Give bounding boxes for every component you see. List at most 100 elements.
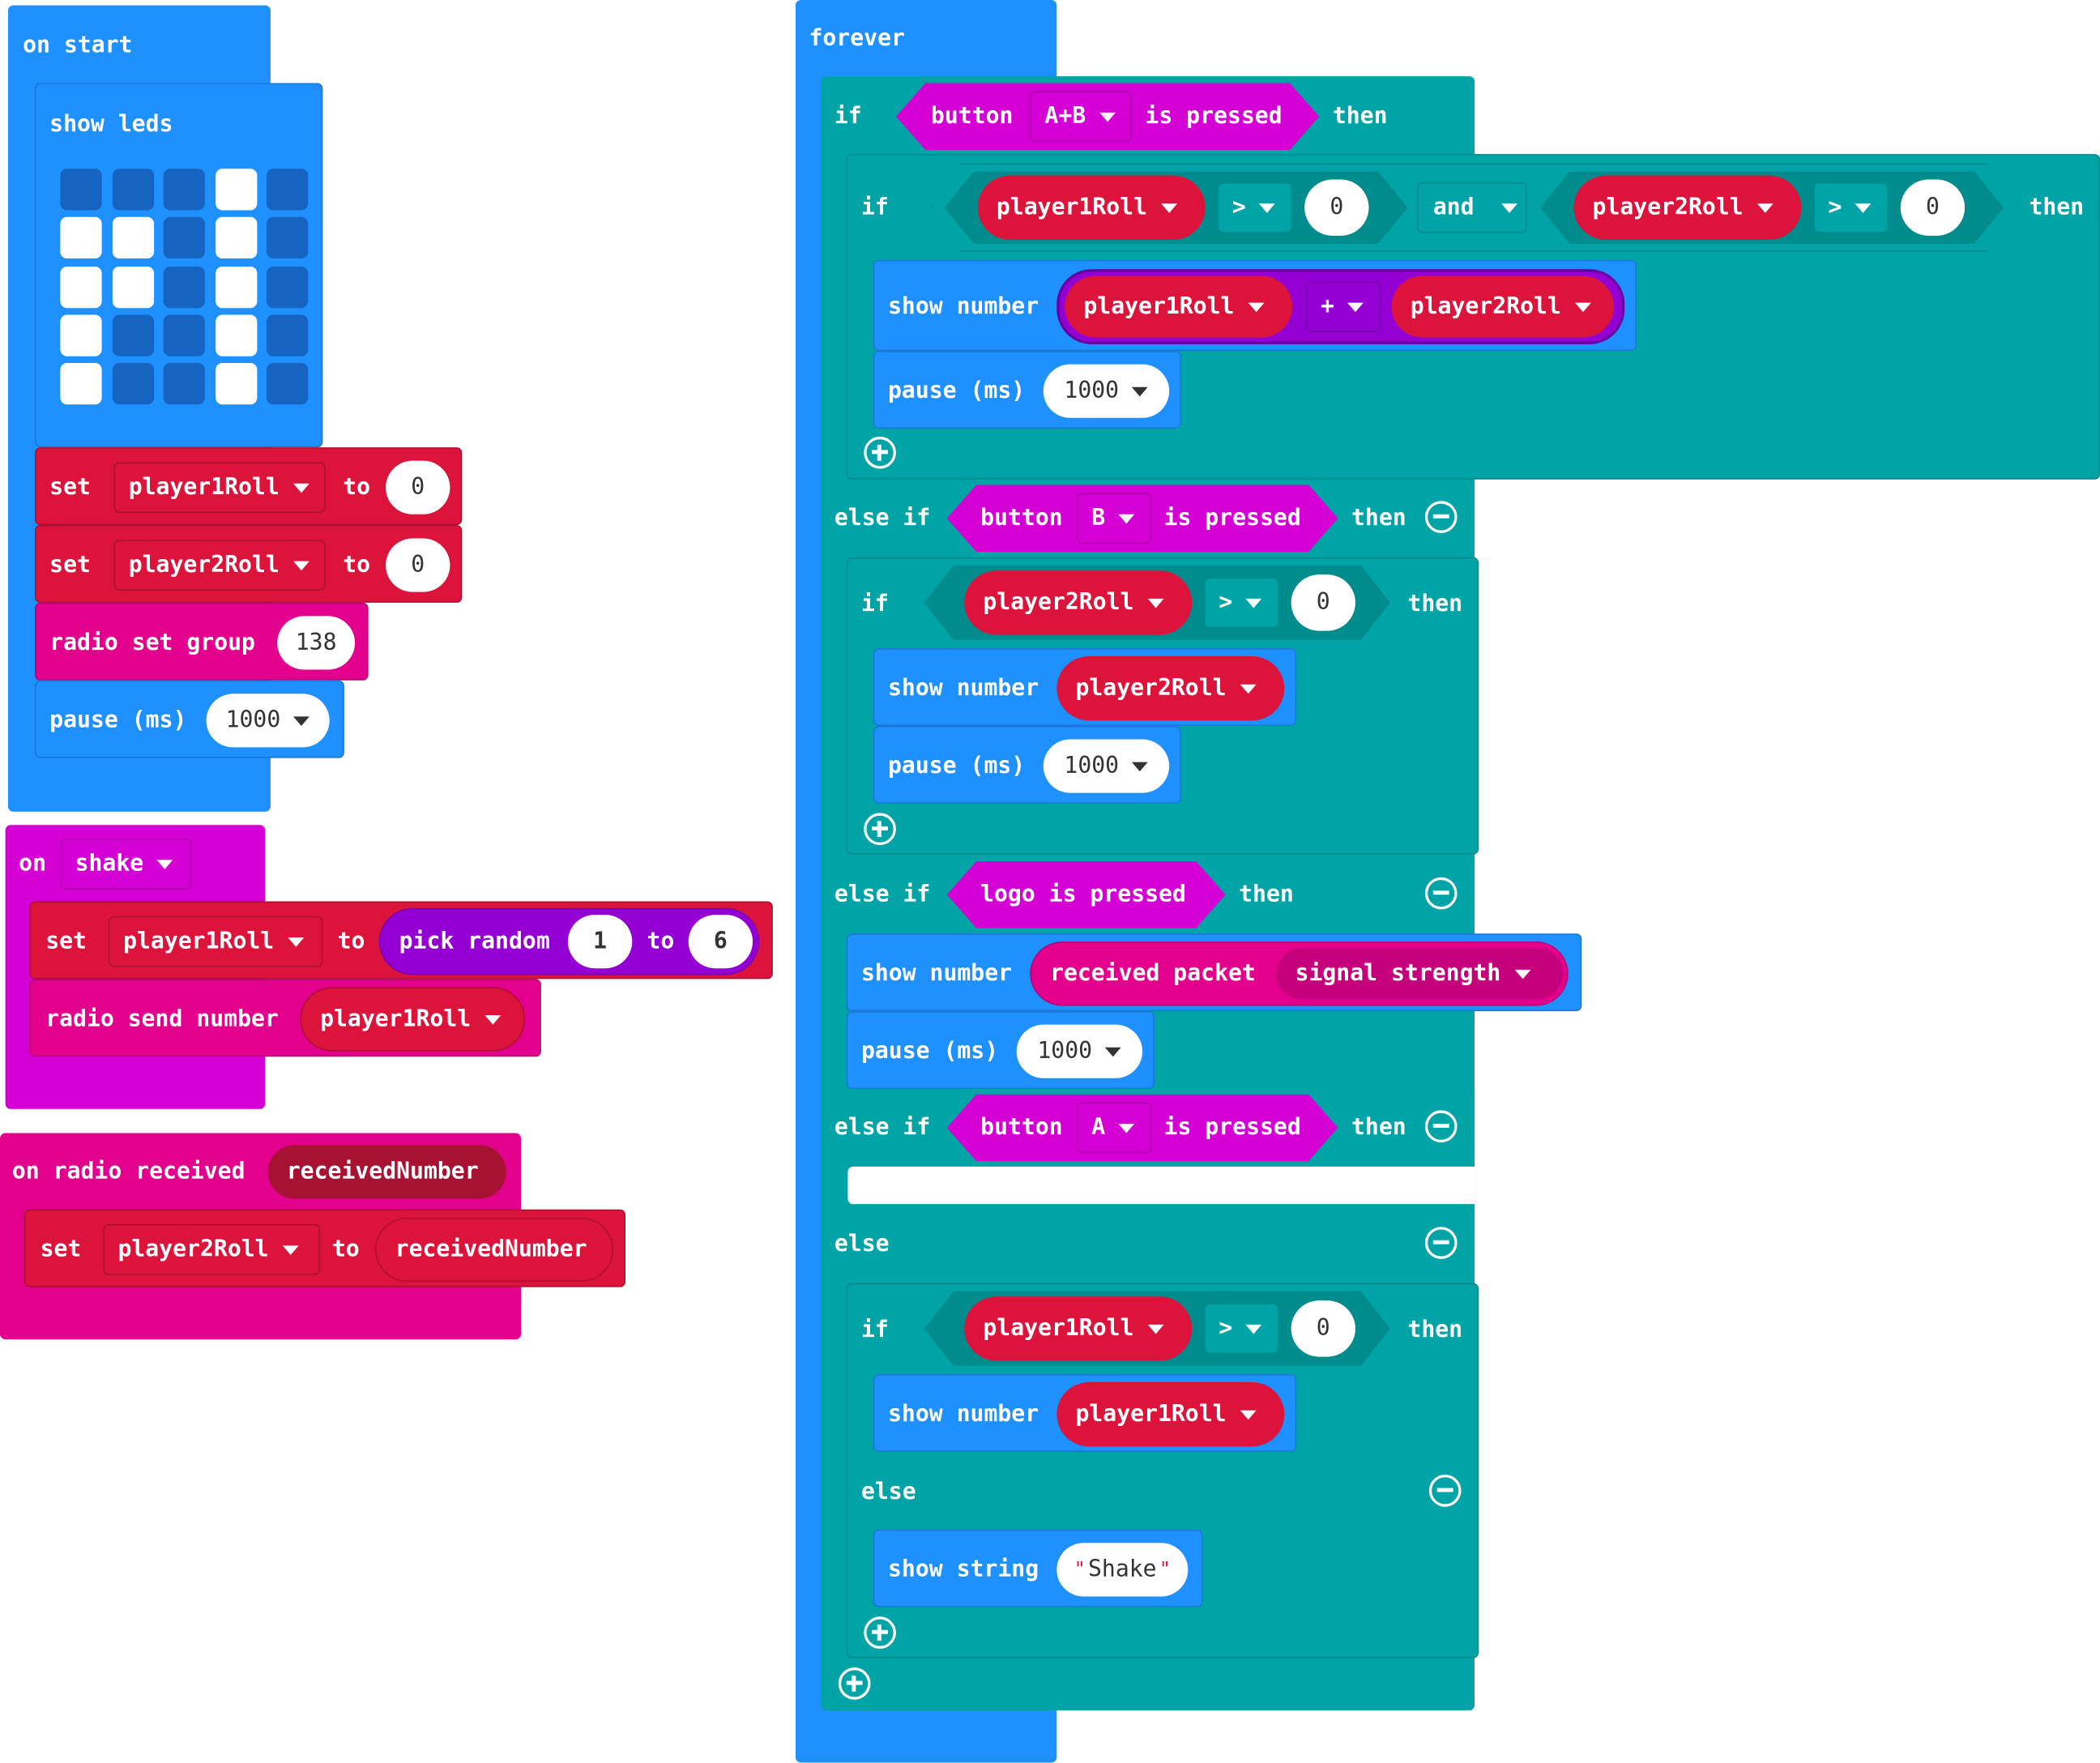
radio-send-number-block[interactable]: radio send number player1Roll [29,979,541,1057]
then-keyword: then [1239,881,1294,908]
button-a-pressed-condition[interactable]: button A is pressed [947,1095,1338,1162]
player2roll-reporter[interactable]: player2Roll [1573,175,1802,240]
led-cell[interactable] [215,314,257,356]
led-cell[interactable] [215,363,257,405]
add-branch-plus-icon[interactable] [864,1616,896,1649]
led-cell[interactable] [163,217,205,259]
led-cell[interactable] [266,266,309,308]
led-cell[interactable] [60,266,102,308]
remove-branch-minus-icon[interactable] [1424,877,1458,910]
compare-value-input[interactable]: 0 [1900,179,1966,236]
random-max-input[interactable]: 6 [688,915,753,969]
received-number-parameter[interactable]: receivedNumber [267,1145,506,1199]
remove-branch-minus-icon[interactable] [1424,1227,1458,1259]
pause-block[interactable]: pause (ms) 1000 [873,725,1182,804]
show-leds-block[interactable]: show leds [34,83,323,448]
led-cell[interactable] [163,314,205,356]
packet-property-dropdown[interactable]: signal strength [1276,948,1564,1000]
led-cell[interactable] [60,314,102,356]
pause-block[interactable]: pause (ms) 1000 [846,1011,1155,1089]
remove-branch-minus-icon[interactable] [1428,1475,1462,1507]
variable-dropdown[interactable]: player1Roll [113,462,326,514]
led-cell[interactable] [60,363,102,405]
led-cell[interactable] [112,217,154,259]
random-min-input[interactable]: 1 [567,915,633,969]
operator-dropdown[interactable]: > [1217,181,1293,233]
pause-block[interactable]: pause (ms) 1000 [34,680,344,758]
led-cell[interactable] [60,169,102,211]
compare-value-input[interactable]: 0 [1291,574,1355,631]
player2roll-reporter[interactable]: player2Roll [1056,656,1285,721]
value-input[interactable]: 0 [386,460,450,514]
show-string-block[interactable]: show string "Shake" [873,1529,1203,1607]
string-input[interactable]: "Shake" [1056,1543,1189,1597]
show-number-sum-block[interactable]: show number player1Roll + player2Roll [873,259,1637,352]
led-cell[interactable] [112,169,154,211]
led-cell[interactable] [266,363,309,405]
received-number-reporter[interactable]: receivedNumber [374,1217,614,1283]
operator-dropdown[interactable]: > [1204,577,1279,629]
show-number-signal-block[interactable]: show number received packet signal stren… [846,933,1582,1012]
add-branch-plus-icon[interactable] [864,813,896,846]
pause-duration-dropdown[interactable]: 1000 [206,694,330,748]
led-cell[interactable] [266,314,309,356]
set-player1roll-random-block[interactable]: set player1Roll to pick random 1 to 6 [29,901,773,980]
is-pressed-label: is pressed [1163,505,1301,532]
math-operator-dropdown[interactable]: + [1305,281,1381,332]
led-cell[interactable] [163,266,205,308]
add-branch-plus-icon[interactable] [864,436,896,469]
compare-value-input[interactable]: 0 [1304,179,1369,236]
remove-branch-minus-icon[interactable] [1424,501,1458,533]
player1roll-reporter[interactable]: player1Roll [977,175,1206,240]
led-cell[interactable] [215,266,257,308]
led-cell[interactable] [163,169,205,211]
led-cell[interactable] [215,217,257,259]
show-number-block[interactable]: show number player1Roll [873,1374,1297,1452]
received-packet-block[interactable]: received packet signal strength [1030,941,1569,1006]
button-ab-pressed-condition[interactable]: button A+B is pressed [896,83,1319,150]
variable-dropdown[interactable]: player1Roll [108,916,323,967]
value-input[interactable]: 0 [386,538,450,592]
operator-dropdown[interactable]: > [1204,1303,1279,1355]
led-cell[interactable] [266,217,309,259]
led-cell[interactable] [266,169,309,211]
variable-dropdown[interactable]: player2Roll [113,540,326,591]
remove-branch-minus-icon[interactable] [1424,1110,1458,1143]
led-cell[interactable] [60,217,102,259]
pause-block[interactable]: pause (ms) 1000 [873,351,1182,429]
led-cell[interactable] [112,363,154,405]
add-branch-plus-icon[interactable] [838,1667,871,1700]
led-cell[interactable] [215,169,257,211]
set-player1roll-block[interactable]: set player1Roll to 0 [34,447,463,526]
button-dropdown[interactable]: A+B [1030,91,1132,142]
pause-duration-dropdown[interactable]: 1000 [1043,364,1170,418]
variable-dropdown[interactable]: player2Roll [103,1223,321,1275]
led-cell[interactable] [163,363,205,405]
led-cell[interactable] [112,314,154,356]
logo-pressed-condition[interactable]: logo is pressed [947,861,1226,928]
pause-duration-dropdown[interactable]: 1000 [1043,739,1170,793]
button-dropdown[interactable]: B [1077,493,1152,544]
operator-dropdown[interactable]: > [1813,181,1889,233]
player1roll-reporter[interactable]: player1Roll [300,987,526,1052]
show-number-block[interactable]: show number player2Roll [873,648,1297,726]
player2roll-reporter[interactable]: player2Roll [1391,275,1614,338]
led-cell[interactable] [112,266,154,308]
set-player2roll-block[interactable]: set player2Roll to 0 [34,525,463,603]
gesture-dropdown[interactable]: shake [60,838,192,890]
radio-set-group-block[interactable]: radio set group 138 [34,602,369,681]
button-b-pressed-condition[interactable]: button B is pressed [947,485,1338,552]
player2roll-reporter[interactable]: player2Roll [964,570,1193,635]
addition-block[interactable]: player1Roll + player2Roll [1056,269,1625,344]
compare-value-input[interactable]: 0 [1291,1300,1355,1357]
button-dropdown[interactable]: A [1077,1103,1152,1154]
pick-random-block[interactable]: pick random 1 to 6 [378,907,760,975]
player1roll-reporter[interactable]: player1Roll [964,1296,1193,1361]
empty-branch-slot[interactable] [847,1166,1475,1205]
player1roll-reporter[interactable]: player1Roll [1056,1381,1285,1447]
player1roll-reporter[interactable]: player1Roll [1065,275,1293,338]
group-input[interactable]: 138 [277,616,356,670]
pause-duration-dropdown[interactable]: 1000 [1016,1024,1143,1078]
set-player2roll-received-block[interactable]: set player2Roll to receivedNumber [23,1209,625,1287]
pause-label: pause (ms) [49,706,187,734]
